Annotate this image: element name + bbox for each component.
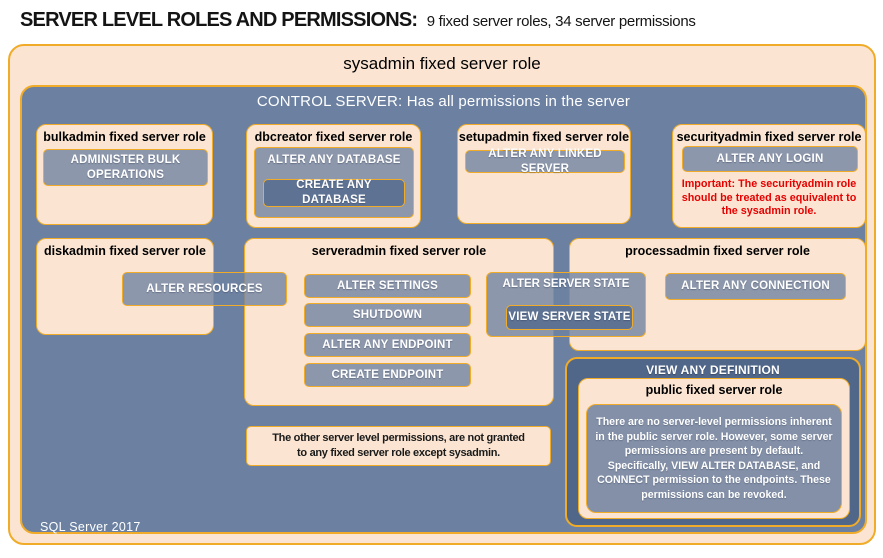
role-box-bulkadmin: bulkadmin fixed server role ADMINISTER B… xyxy=(36,124,213,225)
permission-shutdown: SHUTDOWN xyxy=(304,303,471,327)
diskadmin-title: diskadmin fixed server role xyxy=(44,244,206,258)
other-permissions-note-line1: The other server level permissions, are … xyxy=(272,432,525,444)
permission-alter-any-connection: ALTER ANY CONNECTION xyxy=(665,273,846,300)
permission-create-endpoint: CREATE ENDPOINT xyxy=(304,363,471,387)
dbcreator-title: dbcreator fixed server role xyxy=(254,130,413,144)
permission-alter-server-state-label: ALTER SERVER STATE xyxy=(502,278,630,290)
role-box-securityadmin: securityadmin fixed server role ALTER AN… xyxy=(672,124,866,228)
processadmin-title: processadmin fixed server role xyxy=(625,244,810,258)
permission-administer-bulk-operations: ADMINISTER BULK OPERATIONS xyxy=(43,149,208,186)
permission-view-any-definition-box: VIEW ANY DEFINITION public fixed server … xyxy=(565,357,861,527)
permission-alter-any-database: ALTER ANY DATABASE CREATE ANY DATABASE xyxy=(254,147,414,218)
other-permissions-note: The other server level permissions, are … xyxy=(246,426,551,466)
serveradmin-title: serveradmin fixed server role xyxy=(311,244,487,258)
securityadmin-title: securityadmin fixed server role xyxy=(676,130,862,144)
permission-alter-resources: ALTER RESOURCES xyxy=(122,272,287,306)
bulkadmin-title: bulkadmin fixed server role xyxy=(43,130,206,144)
permission-alter-server-state: ALTER SERVER STATE VIEW SERVER STATE xyxy=(486,272,646,337)
role-box-dbcreator: dbcreator fixed server role ALTER ANY DA… xyxy=(246,124,421,228)
control-server-box: CONTROL SERVER: Has all permissions in t… xyxy=(20,85,867,534)
sysadmin-role-box: sysadmin fixed server role CONTROL SERVE… xyxy=(8,44,876,545)
role-box-setupadmin: setupadmin fixed server role ALTER ANY L… xyxy=(457,124,631,224)
other-permissions-note-line2: to any fixed server role except sysadmin… xyxy=(297,447,500,459)
permission-alter-any-database-label: ALTER ANY DATABASE xyxy=(267,154,401,166)
page-title: SERVER LEVEL ROLES AND PERMISSIONS: 9 fi… xyxy=(20,9,696,32)
permission-create-any-database: CREATE ANY DATABASE xyxy=(263,179,405,207)
setupadmin-title: setupadmin fixed server role xyxy=(458,130,630,144)
public-role-title: public fixed server role xyxy=(645,383,783,397)
role-box-public: public fixed server role There are no se… xyxy=(578,378,850,519)
sql-server-version-label: SQL Server 2017 xyxy=(40,520,141,534)
securityadmin-warning-note: Important: The securityadmin role should… xyxy=(681,178,857,217)
sysadmin-role-label: sysadmin fixed server role xyxy=(343,54,541,73)
permission-alter-any-login: ALTER ANY LOGIN xyxy=(682,146,858,172)
public-role-note: There are no server-level permissions in… xyxy=(586,404,842,513)
permission-view-any-definition-label: VIEW ANY DEFINITION xyxy=(646,363,780,377)
control-server-label: CONTROL SERVER: Has all permissions in t… xyxy=(256,93,631,110)
page-title-subtitle: 9 fixed server roles, 34 server permissi… xyxy=(426,13,696,30)
permission-view-server-state: VIEW SERVER STATE xyxy=(506,305,633,330)
permission-alter-settings: ALTER SETTINGS xyxy=(304,274,471,298)
page-title-main: SERVER LEVEL ROLES AND PERMISSIONS: xyxy=(20,9,418,31)
permission-alter-any-endpoint: ALTER ANY ENDPOINT xyxy=(304,333,471,357)
permission-alter-any-linked-server: ALTER ANY LINKED SERVER xyxy=(465,148,625,175)
